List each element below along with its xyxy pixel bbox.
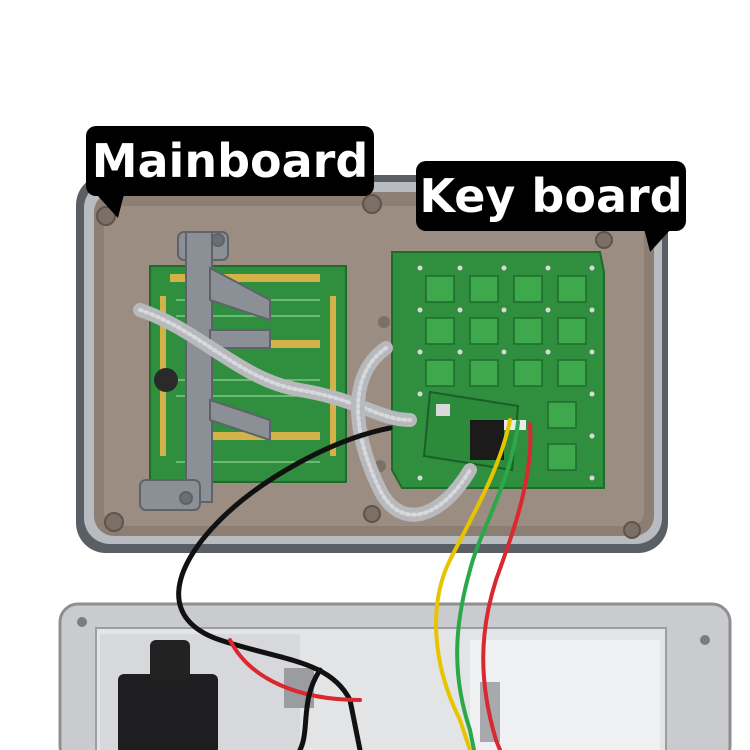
interface-board <box>422 390 526 472</box>
keyboard-label: Key board <box>416 161 686 231</box>
ribbon-cables <box>133 303 477 522</box>
lower-steel-housing <box>58 602 732 750</box>
display-bracket <box>139 231 271 511</box>
mainboard-label: Mainboard <box>86 126 374 196</box>
wires <box>176 418 533 750</box>
